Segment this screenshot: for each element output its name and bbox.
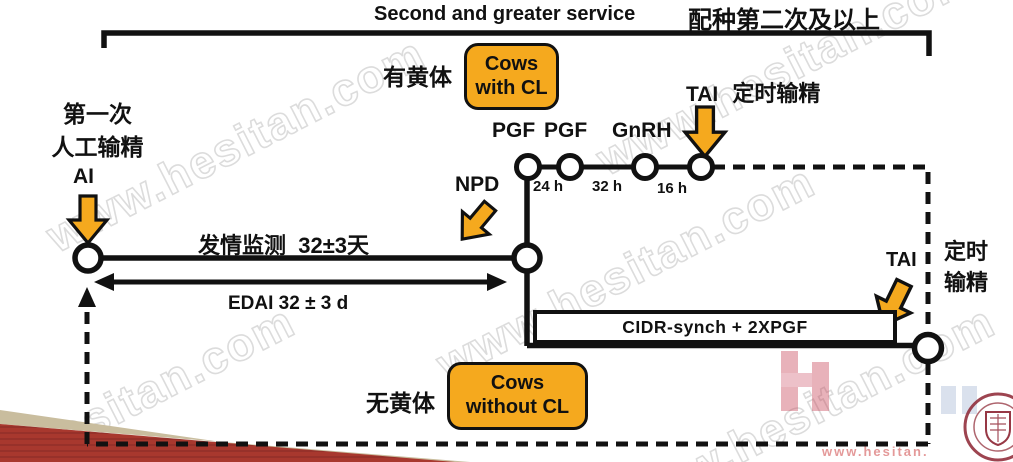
service-bracket — [101, 30, 932, 56]
return-arrowhead — [78, 287, 96, 307]
tai-top-zh: 定时输精 — [732, 81, 821, 106]
ai-label: AI — [73, 165, 94, 188]
estrus-monitoring-label: 发情监测 32±3天 — [198, 233, 370, 258]
first-ai-chinese-label: 第一次 人工输精 — [15, 98, 180, 164]
tai-right-label: TAI — [886, 249, 917, 271]
interval-16h-label: 16 h — [657, 180, 688, 197]
tai-right-event-circle — [911, 331, 945, 365]
interval-24h-label: 24 h — [533, 178, 564, 195]
pgf1-label: PGF — [492, 119, 536, 142]
cows-with-cl-line1: Cows — [484, 52, 539, 75]
dashed-return-path — [84, 164, 931, 447]
gnrh-event-circle — [631, 153, 659, 181]
cows-with-cl-box: Cows with CL — [464, 43, 559, 110]
npd-event-circle — [511, 242, 543, 274]
cows-with-cl-line2: with CL — [475, 76, 548, 99]
university-seal-watermark — [963, 392, 1013, 462]
title-english: Second and greater service — [374, 3, 636, 25]
cows-without-cl-box: Cows without CL — [447, 362, 588, 430]
interval-32h-label: 32 h — [592, 178, 623, 195]
ai-arrow-icon — [67, 194, 109, 245]
pgf1-event-circle — [514, 153, 542, 181]
tai-top-arrow-icon — [683, 105, 727, 159]
tai-right-chinese-label: 定时 输精 — [944, 236, 988, 298]
pgf2-label: PGF — [544, 119, 588, 142]
first-ai-zh-line1: 第一次 — [63, 101, 132, 127]
npd-arrow-icon — [447, 193, 505, 252]
tai-top-en: TAI — [686, 83, 719, 106]
npd-label: NPD — [455, 173, 500, 196]
without-cl-chinese-label: 无黄体 — [366, 390, 435, 416]
gnrh-label: GnRH — [612, 119, 672, 142]
title-chinese: 配种第二次及以上 — [688, 7, 880, 34]
tai-top-label: TAI 定时输精 — [686, 76, 820, 108]
tai-top-event-circle — [687, 153, 715, 181]
tai-right-zh-line1: 定时 — [944, 239, 989, 264]
tai-right-zh-line2: 输精 — [944, 270, 989, 295]
cows-without-cl-line2: without CL — [465, 396, 570, 418]
hesitan-logo-watermark — [781, 351, 829, 411]
cidr-synch-label: CIDR-synch + 2XPGF — [622, 316, 808, 337]
watermark-small-red-text: www.hesitan. — [822, 444, 929, 459]
first-ai-event-circle — [72, 242, 104, 274]
edai-span-arrow — [94, 273, 507, 291]
edai-label: EDAI 32 ± 3 d — [228, 293, 349, 314]
event-circles — [72, 153, 945, 365]
cidr-synch-box: CIDR-synch + 2XPGF — [533, 310, 897, 344]
with-cl-chinese-label: 有黄体 — [383, 64, 452, 90]
first-ai-zh-line2: 人工输精 — [51, 134, 144, 160]
pgf2-event-circle — [556, 153, 584, 181]
cows-without-cl-line1: Cows — [490, 372, 545, 395]
